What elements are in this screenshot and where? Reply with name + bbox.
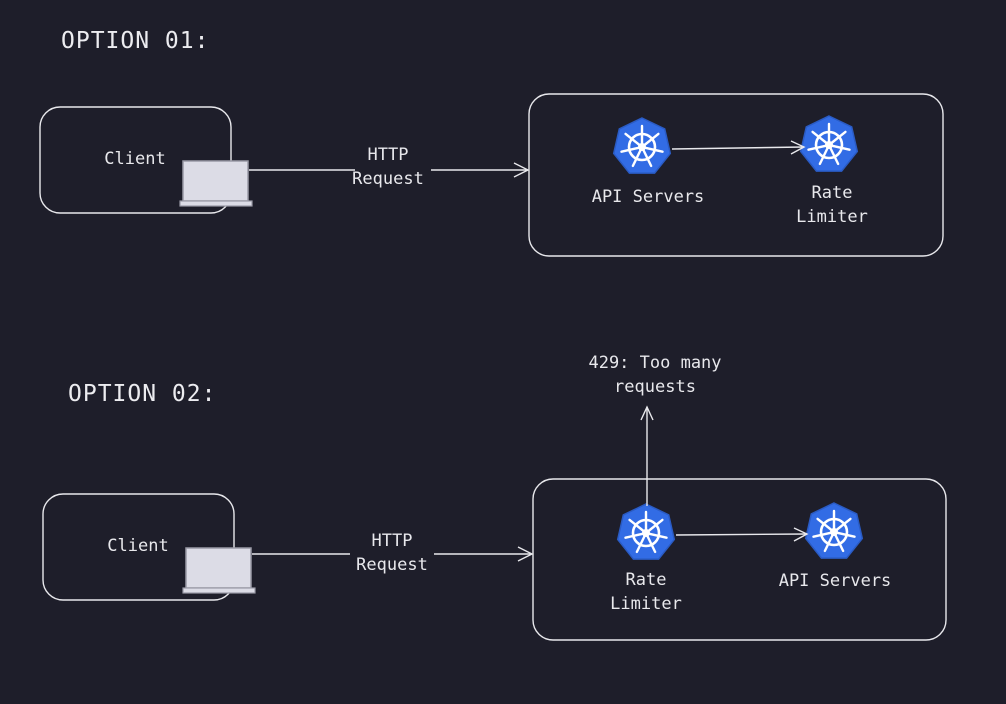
http-request-label-line2: Request <box>356 555 428 575</box>
http-request-label-line1: HTTP <box>367 145 409 165</box>
response-429-label-line2: requests <box>614 377 696 397</box>
api-servers-label: API Servers <box>591 187 705 207</box>
rate-limiter-label-line1: Rate <box>625 570 667 590</box>
response-429-label: 429: Too many requests <box>580 351 730 399</box>
client-box-2 <box>42 493 235 601</box>
rate-limiter-kubernetes-icon <box>799 114 859 173</box>
laptop-icon <box>179 160 253 207</box>
rate-limiter-kubernetes-icon <box>616 502 676 561</box>
option-02-heading: OPTION 02: <box>68 381 217 407</box>
internal-arrow-2 <box>675 527 809 542</box>
http-request-label-line1: HTTP <box>371 531 413 551</box>
option-01-heading: OPTION 01: <box>61 28 210 54</box>
http-request-label: HTTP Request <box>347 529 437 577</box>
laptop-icon <box>182 547 256 594</box>
http-request-label: HTTP Request <box>343 143 433 191</box>
http-request-arrow-1 <box>249 162 530 178</box>
client-label: Client <box>107 536 169 556</box>
server-box-2 <box>532 478 947 641</box>
rate-limiter-label-line2: Limiter <box>796 207 868 227</box>
response-429-arrow <box>640 405 654 506</box>
response-429-label-line1: 429: Too many <box>588 353 722 373</box>
server-box-1 <box>528 93 944 257</box>
api-servers-kubernetes-icon <box>612 116 672 175</box>
rate-limiter-label-line1: Rate <box>811 183 853 203</box>
client-label: Client <box>104 149 166 169</box>
rate-limiter-label-line2: Limiter <box>610 594 682 614</box>
rate-limiter-label: Rate Limiter <box>792 181 872 229</box>
http-request-arrow-2 <box>252 546 534 562</box>
http-request-label-line2: Request <box>352 169 424 189</box>
api-servers-kubernetes-icon <box>804 501 864 560</box>
internal-arrow-1 <box>671 140 806 155</box>
api-servers-label: API Servers <box>778 571 892 591</box>
client-box-1 <box>39 106 232 214</box>
rate-limiter-label: Rate Limiter <box>606 568 686 616</box>
